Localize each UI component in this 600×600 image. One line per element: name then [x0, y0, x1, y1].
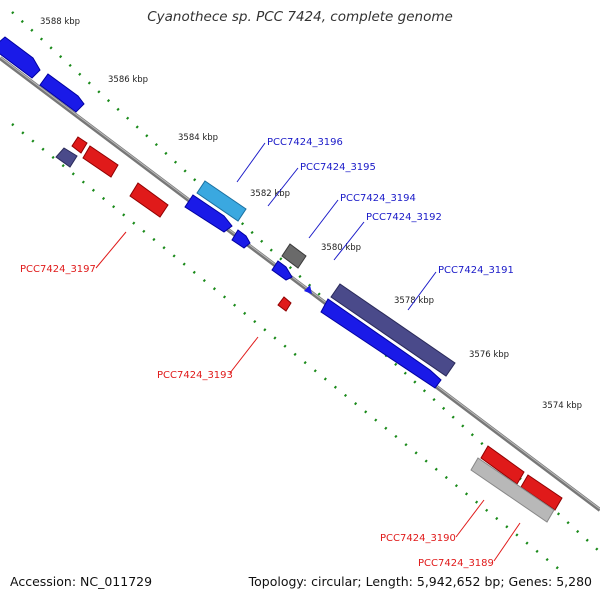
gene-arrow-3191 — [330, 283, 456, 377]
gene-label-3193: PCC7424_3193 — [157, 370, 233, 381]
gene-arrow-3190 — [480, 445, 525, 485]
scale-label-3574: 3574 kbp — [542, 401, 582, 411]
map-title: Cyanothece sp. PCC 7424, complete genome — [147, 9, 453, 25]
tick-track-inner — [11, 123, 561, 571]
leader-line-3192 — [333, 221, 365, 261]
gene-arrow — [39, 73, 85, 113]
gene-label-3195: PCC7424_3195 — [300, 162, 376, 173]
gene-label-3197: PCC7424_3197 — [20, 264, 96, 275]
gene-arrow — [55, 147, 78, 168]
gene-arrow — [129, 182, 169, 218]
accession-text: Accession: NC_011729 — [10, 574, 153, 589]
gene-label-3190: PCC7424_3190 — [380, 533, 456, 544]
gene-arrow — [71, 136, 88, 154]
gene-label-3192: PCC7424_3192 — [366, 212, 442, 223]
gene-arrow — [231, 229, 251, 249]
gene-arrow-3193 — [277, 296, 292, 312]
gene-arrow-3192 — [304, 285, 312, 294]
scale-label-3580: 3580 kbp — [321, 243, 361, 253]
scale-label-3584: 3584 kbp — [178, 133, 218, 143]
genome-stats-text: Topology: circular; Length: 5,942,652 bp… — [248, 574, 592, 589]
scale-label-3582: 3582 kbp — [250, 189, 290, 199]
genome-backbone-highlight — [0, 56, 600, 510]
gene-arrow-3194 — [281, 243, 307, 269]
leader-line-3191 — [407, 271, 437, 311]
gene-label-3196: PCC7424_3196 — [267, 137, 343, 148]
gene-label-3191: PCC7424_3191 — [438, 265, 514, 276]
leader-line-3190 — [455, 499, 485, 538]
gene-arrow — [271, 260, 293, 281]
gene-arrow — [0, 36, 41, 79]
gene-arrow — [82, 145, 119, 178]
genome-backbone — [0, 56, 600, 512]
gene-arrow — [320, 298, 442, 389]
scale-label-3586: 3586 kbp — [108, 75, 148, 85]
gene-arrow-3189 — [470, 457, 555, 523]
scale-label-3576: 3576 kbp — [469, 350, 509, 360]
leader-line-3194 — [308, 199, 339, 239]
gene-label-3194: PCC7424_3194 — [340, 193, 416, 204]
gene-label-3189: PCC7424_3189 — [418, 558, 494, 569]
leader-line-3195 — [267, 167, 299, 207]
scale-label-3588: 3588 kbp — [40, 17, 80, 27]
gene-arrow — [520, 474, 563, 511]
gene-arrow — [184, 194, 233, 233]
leader-line-3193 — [229, 336, 259, 374]
leader-line-3189 — [493, 522, 521, 562]
gene-arrow-3196 — [196, 180, 247, 222]
leader-line-3197 — [95, 231, 127, 269]
leader-line-3196 — [236, 142, 266, 183]
